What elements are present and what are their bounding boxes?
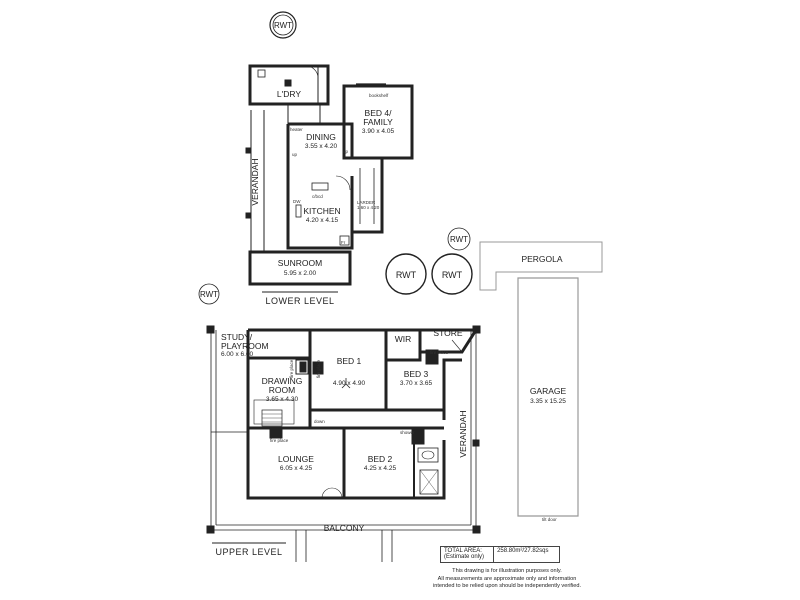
rwt-label: RWT — [450, 235, 468, 244]
room-name-bed1: BED 1 — [337, 356, 362, 366]
label-fireplace-bed3: fire place — [430, 350, 449, 355]
room-name-playroom: PLAYROOM — [221, 341, 269, 351]
label-up-verandah: up — [292, 152, 298, 157]
room-name-bed4: BED 4/ — [365, 108, 393, 118]
room-name-drawing-room: ROOM — [269, 385, 295, 395]
rwt-label: RWT — [200, 290, 218, 299]
label-fridge: Fr — [341, 240, 346, 245]
room-name-sunroom: SUNROOM — [278, 258, 322, 268]
room-name-verandah-lower: VERANDAH — [250, 158, 260, 205]
total-area-sublabel: (Estimate only) — [444, 554, 485, 561]
room-dims-study: 6.00 x 6.60 — [221, 351, 254, 358]
room-name-verandah-upper: VERANDAH — [458, 410, 468, 457]
disclaimer-line: This drawing is for illustration purpose… — [452, 568, 562, 574]
total-area-table: TOTAL AREA: (Estimate only) 258.80m²/27.… — [439, 546, 560, 563]
room-dims-bed2: 4.25 x 4.25 — [364, 465, 397, 472]
upper-level-plan — [206, 325, 481, 562]
room-name-balcony: BALCONY — [324, 523, 365, 533]
room-name-kitchen: KITCHEN — [303, 206, 340, 216]
room-dims-garage: 3.35 x 15.25 — [530, 398, 566, 405]
level-title-upper: UPPER LEVEL — [215, 547, 282, 557]
room-name-garage: GARAGE — [530, 386, 567, 396]
level-title-lower: LOWER LEVEL — [265, 296, 334, 306]
room-name-store: STORE — [433, 328, 462, 338]
room-dims-kitchen: 4.20 x 4.15 — [306, 217, 339, 224]
pergola: PERGOLA — [479, 241, 603, 291]
room-name-laundry: L'DRY — [277, 89, 301, 99]
room-dims-bed3: 3.70 x 3.65 — [400, 380, 433, 387]
label-up-dining: up — [343, 149, 349, 154]
room-dims-lounge: 6.05 x 4.25 — [280, 465, 313, 472]
rwt-label: RWT — [274, 21, 292, 30]
rwt-tank-small: RWT — [447, 227, 471, 251]
rwt-tank-left: RWT — [198, 283, 220, 305]
rwt-label: RWT — [396, 270, 417, 280]
room-name-dining: DINING — [306, 132, 336, 142]
label-dishwasher: DW — [293, 199, 301, 204]
rwt-tank-large-2: RWT — [431, 253, 473, 295]
room-dims-larder: 1.60 x 4.20 — [357, 205, 380, 210]
label-heater: heater — [290, 127, 303, 132]
garage: GARAGE 3.35 x 15.25 tilt door — [517, 277, 579, 522]
disclaimer-line: intended to be relied upon should be ind… — [432, 583, 582, 590]
rwt-tank-large-1: RWT — [385, 253, 427, 295]
room-name-lounge: LOUNGE — [278, 454, 314, 464]
total-area-value: 258.80m²/27.82sqs — [493, 546, 560, 563]
room-name-wir: WIR — [395, 334, 412, 344]
room-dims-sunroom: 5.95 x 2.00 — [284, 270, 317, 277]
label-fireplace-drawing: fire place — [289, 359, 294, 378]
room-name-bed3: BED 3 — [404, 369, 429, 379]
room-name-larder: LARDER — [357, 200, 376, 205]
lower-level-plan — [245, 64, 414, 286]
room-dims-bed1: 4.90 x 4.90 — [333, 380, 366, 387]
label-tilt-door: tilt door — [542, 517, 557, 522]
room-name-bed4-family: FAMILY — [363, 117, 393, 127]
label-bookshelf: bookshelf — [369, 93, 389, 98]
label-kitchen-cupboard: c/bcd — [312, 194, 323, 199]
rwt-label: RWT — [442, 270, 463, 280]
room-name-study: STUDY/ — [221, 332, 253, 342]
label-fireplace-lounge: fire place — [270, 438, 289, 443]
total-area-label: TOTAL AREA: — [444, 548, 482, 554]
rwt-tank-top: RWT — [269, 11, 297, 39]
disclaimer-line: All measurements are approximate only an… — [437, 575, 577, 582]
room-name-bed2: BED 2 — [368, 454, 393, 464]
label-fireplace-bed1: fire place — [316, 359, 321, 378]
room-name-drawing: DRAWING — [262, 376, 303, 386]
room-dims-drawing: 3.65 x 4.30 — [266, 396, 299, 403]
room-name-pergola: PERGOLA — [521, 254, 562, 264]
disclaimer: This drawing is for illustration purpose… — [412, 568, 602, 591]
label-shower: shower — [400, 430, 415, 435]
room-dims-bed4: 3.90 x 4.05 — [362, 128, 395, 135]
total-area-label-cell: TOTAL AREA: (Estimate only) — [439, 546, 495, 563]
label-down: down — [314, 419, 325, 424]
room-dims-dining: 3.55 x 4.20 — [305, 143, 338, 150]
